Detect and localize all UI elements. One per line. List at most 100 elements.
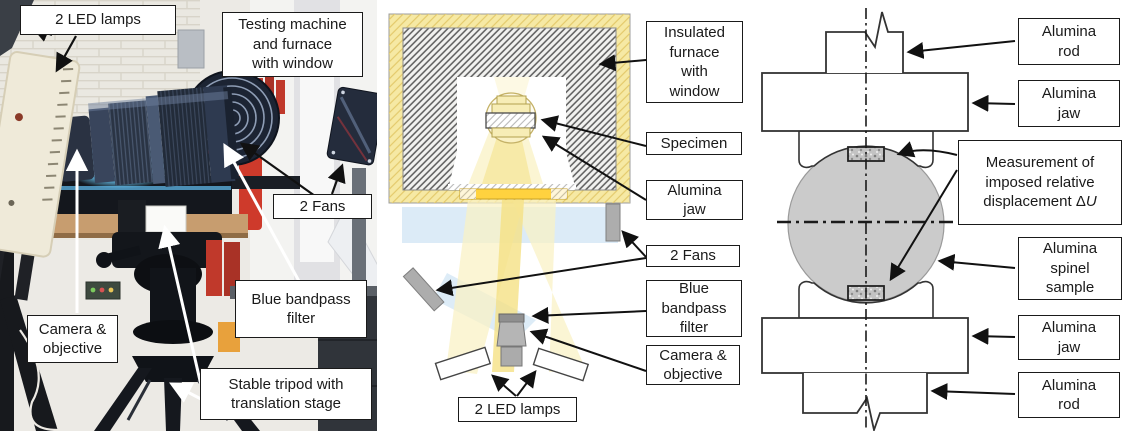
lamp-indicator — [14, 113, 23, 122]
label-text: Alumina jaw — [667, 181, 722, 219]
arrow-specimen — [540, 115, 647, 147]
led-lamp-right — [532, 347, 590, 382]
arrow-fan-2 — [327, 163, 346, 195]
label-text: Alumina rod — [1041, 23, 1097, 60]
label-text: Alumina jaw — [1041, 319, 1097, 356]
tripod — [94, 200, 260, 431]
u-symbol: U — [1085, 193, 1097, 211]
label-rod-top: Alumina rod — [1018, 18, 1120, 65]
assembly-drawing — [761, 8, 1016, 431]
label-led-lamps-schematic: 2 LED lamps — [458, 397, 577, 422]
arrow-rod-top — [906, 40, 1016, 59]
camera-objective-shape — [496, 321, 527, 347]
frame-post — [352, 168, 366, 298]
label-jaw-bottom: Alumina jaw — [1018, 315, 1120, 360]
label-blue-filter-schematic: Blue bandpass filter — [646, 280, 742, 337]
label-text: 2 LED lamps — [474, 400, 561, 418]
pan-handle — [106, 245, 142, 263]
label-text: Blue bandpass filter — [251, 290, 351, 328]
label-fans-schematic: 2 Fans — [646, 245, 740, 267]
label-text: Stable tripod with translation stage — [228, 375, 344, 413]
label-alumina-jaw: Alumina jaw — [646, 180, 743, 220]
jaw-upper-small — [496, 95, 527, 105]
arrow-alumina-jaw — [541, 135, 647, 201]
label-jaw-top: Alumina jaw — [1018, 80, 1120, 127]
label-text: Blue bandpass filter — [661, 280, 727, 337]
arrow-blue-filter — [223, 143, 302, 284]
label-text: Specimen — [660, 134, 728, 152]
arrow-fan-right — [621, 230, 647, 258]
label-text: Alumina rod — [1041, 376, 1097, 414]
tripod-head — [112, 232, 222, 268]
label-led-lamps-photo: 2 LED lamps — [20, 5, 176, 35]
led-lamp-left — [434, 346, 492, 381]
gold-sill-end — [551, 189, 567, 199]
fan-right — [326, 86, 377, 166]
arrow-measurement-top — [896, 141, 958, 158]
red-shelf-item — [276, 80, 285, 114]
schematic-drawing — [388, 13, 647, 397]
window-sill-hatch — [448, 184, 576, 190]
label-text: Camera & objective — [659, 346, 727, 384]
pan-handle-knob — [96, 252, 112, 268]
alumina-rod-top-shape — [825, 11, 904, 73]
specimen-rect — [485, 112, 536, 129]
label-furnace: Insulated furnace with window — [646, 21, 743, 103]
arrow-furnace — [598, 54, 647, 72]
lamp-screw — [8, 199, 15, 206]
label-blue-filter-photo: Blue bandpass filter — [235, 280, 367, 338]
arrow-filter — [531, 306, 647, 324]
arrow-jaw-bottom — [971, 327, 1016, 345]
label-measurement: Measurement of imposed relative displace… — [958, 140, 1122, 225]
tripod-hub — [132, 356, 214, 382]
arrow-lamp-left — [491, 374, 517, 397]
alumina-jaw-bottom-shape — [761, 317, 969, 374]
label-camera-photo: Camera & objective — [27, 315, 118, 363]
led-lamp-panel — [0, 51, 81, 301]
label-text: Camera & objective — [38, 320, 107, 358]
label-text: Alumina jaw — [1041, 85, 1097, 122]
label-specimen: Specimen — [646, 132, 742, 155]
jaw-lower — [491, 127, 531, 138]
fan-right-rect — [605, 203, 621, 242]
label-tripod: Stable tripod with translation stage — [200, 368, 372, 420]
measurement-label: Measurement of imposed relative displace… — [983, 153, 1096, 212]
delta-symbol: Δ — [1075, 193, 1086, 211]
jaw-bottom-cup — [798, 280, 934, 319]
label-text: 2 Fans — [670, 247, 716, 265]
label-text: Alumina spinel sample — [1042, 240, 1098, 297]
arrow-translation-stage — [158, 224, 203, 386]
arrow-rod-bottom — [930, 383, 1016, 401]
label-camera-schematic: Camera & objective — [646, 345, 740, 385]
photo-white-arrows — [65, 143, 302, 403]
label-rod-bottom: Alumina rod — [1018, 372, 1120, 418]
arrow-led-lamp-2 — [55, 35, 77, 73]
control-console — [85, 281, 121, 300]
fan-left-tilted — [402, 267, 445, 312]
wall-box — [177, 29, 205, 69]
light-beam-above — [494, 77, 530, 98]
arrow-jaw-top — [971, 94, 1016, 112]
arrow-measurement-bottom — [889, 169, 958, 282]
yellow-box — [218, 322, 240, 352]
blue-streak — [55, 186, 231, 190]
alumina-rod-bottom-shape — [802, 373, 928, 431]
label-sample: Alumina spinel sample — [1018, 237, 1122, 300]
label-text: 2 Fans — [299, 197, 346, 215]
arrow-lamp-right — [516, 369, 537, 397]
label-text: Insulated furnace with window — [664, 24, 725, 100]
bandpass-filter-rect — [498, 313, 525, 323]
stand-leg — [0, 295, 58, 431]
arrow-sample — [937, 253, 1016, 271]
arrow-tripod — [169, 382, 202, 403]
gold-sill-end — [460, 189, 476, 199]
led-beam-right — [512, 200, 586, 372]
gold-sill — [459, 188, 568, 200]
measurement-text: Measurement of imposed relative displace… — [983, 154, 1095, 211]
alumina-jaw-top-shape — [761, 72, 969, 132]
stage-camera-box — [118, 200, 146, 232]
label-testing-machine: Testing machine and furnace with window — [222, 12, 363, 77]
arrow-fan-1 — [239, 142, 316, 197]
leg-strut — [126, 379, 152, 421]
